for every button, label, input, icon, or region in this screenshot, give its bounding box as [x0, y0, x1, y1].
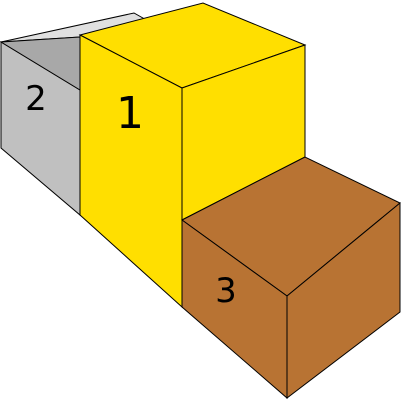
block-third-place: 3 — [181, 156, 401, 400]
place-label-1: 1 — [116, 88, 144, 139]
block-second-place: 2 — [0, 12, 152, 217]
block-first-place: 1 — [78, 2, 307, 309]
place-label-2: 2 — [25, 79, 47, 119]
block-3-side-face — [286, 201, 401, 400]
place-label-3: 3 — [215, 271, 237, 311]
